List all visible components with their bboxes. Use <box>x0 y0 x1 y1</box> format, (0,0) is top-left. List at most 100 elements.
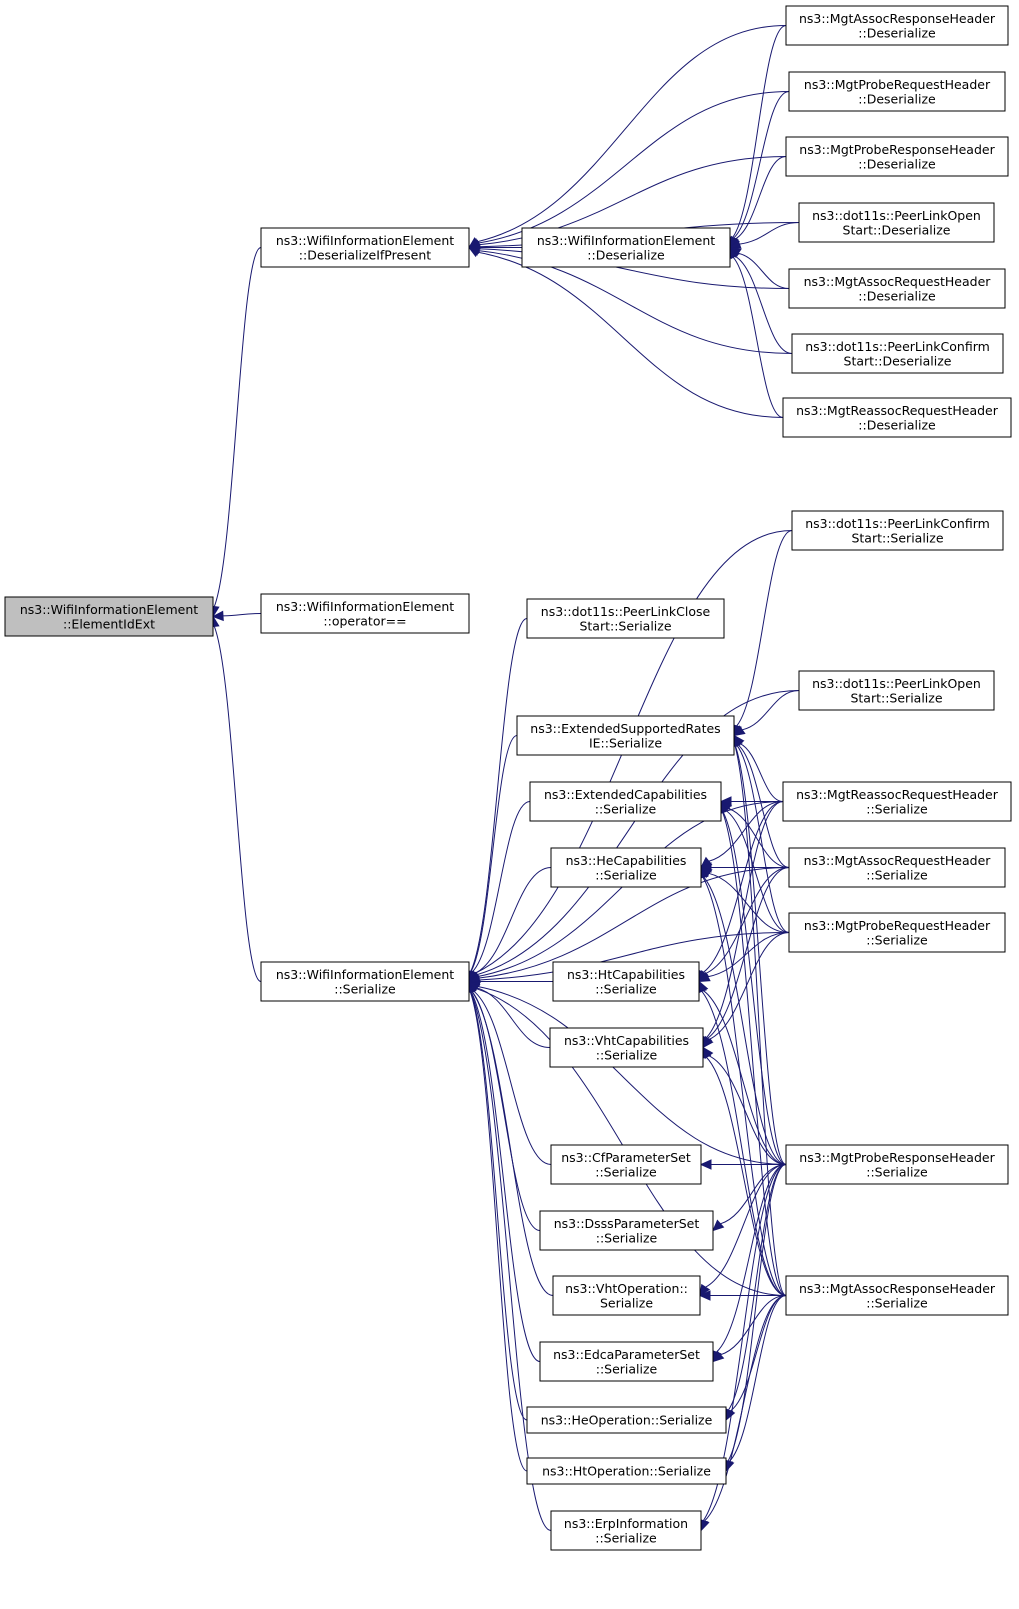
node-label-line: ns3::ErpInformation <box>564 1516 688 1531</box>
edge-line <box>701 990 787 1296</box>
node-s-probereq[interactable]: ns3::MgtProbeRequestHeader::Serialize <box>788 912 1006 953</box>
edge-line <box>471 990 554 1296</box>
arrowhead <box>699 1283 711 1297</box>
node-label-line: ns3::VhtCapabilities <box>564 1033 689 1048</box>
node-s-dsss[interactable]: ns3::DsssParameterSet::Serialize <box>539 1210 714 1251</box>
node-box <box>526 1406 727 1434</box>
node-s-vhtop[interactable]: ns3::VhtOperation::Serialize <box>552 1275 701 1316</box>
node-s-edca[interactable]: ns3::EdcaParameterSet::Serialize <box>539 1341 714 1382</box>
node-opeq[interactable]: ns3::WifiInformationElement::operator== <box>260 593 470 634</box>
node-box <box>785 136 1009 177</box>
node-s-plopen[interactable]: ns3::dot11s::PeerLinkOpenStart::Serializ… <box>798 670 995 711</box>
node-d-assocreq[interactable]: ns3::MgtAssocRequestHeader::Deserialize <box>788 268 1006 309</box>
edge-line <box>742 690 800 731</box>
call-edge-s_heop-to-ser <box>465 980 528 1421</box>
node-label-line: ::Serialize <box>595 867 657 882</box>
node-box <box>526 1457 727 1485</box>
arrowhead <box>712 1350 725 1363</box>
edge-line <box>732 25 787 239</box>
edge-line <box>728 807 790 868</box>
node-s-erp[interactable]: ns3::ErpInformation::Serialize <box>550 1510 702 1551</box>
edge-line <box>720 1295 787 1356</box>
node-s-proberesp[interactable]: ns3::MgtProbeResponseHeader::Serialize <box>785 1144 1009 1185</box>
edge-line <box>703 876 787 1165</box>
call-edge-s_proberesp-to-s_cfparam <box>699 1159 786 1170</box>
node-box <box>798 202 995 243</box>
arrowhead <box>725 1408 736 1422</box>
node-d-proberesp[interactable]: ns3::MgtProbeResponseHeader::Deserialize <box>785 136 1009 177</box>
node-s-plconfirm[interactable]: ns3::dot11s::PeerLinkConfirmStart::Seria… <box>791 510 1004 551</box>
edge-line <box>213 247 262 607</box>
node-s-assocreq[interactable]: ns3::MgtAssocRequestHeader::Serialize <box>788 847 1006 888</box>
node-box <box>516 715 735 756</box>
edge-line <box>734 255 793 354</box>
node-label-line: ::Deserialize <box>858 25 936 40</box>
call-edge-d_reassocreq-to-des <box>728 246 784 418</box>
node-layer: ns3::WifiInformationElement::ElementIdEx… <box>4 5 1012 1551</box>
node-label-line: ::operator== <box>323 613 406 628</box>
edge-line <box>739 222 800 245</box>
edge-line <box>734 745 787 1296</box>
node-s-reassocreq[interactable]: ns3::MgtReassocRequestHeader::Serialize <box>782 781 1012 822</box>
node-label-line: ::Deserialize <box>858 288 936 303</box>
node-label-line: ::Serialize <box>595 1164 657 1179</box>
call-edge-s_probereq-to-s_vhtcap <box>702 932 790 1049</box>
edge-line <box>716 1164 787 1353</box>
node-d-assocresp[interactable]: ns3::MgtAssocResponseHeader::Deserialize <box>785 5 1009 46</box>
node-label-line: ns3::WifiInformationElement <box>276 233 454 248</box>
node-s-plclose[interactable]: ns3::dot11s::PeerLinkCloseStart::Seriali… <box>526 598 725 639</box>
node-label-line: Start::Deserialize <box>843 222 951 237</box>
node-label-line: ns3::MgtProbeRequestHeader <box>804 77 991 92</box>
node-label-line: Start::Serialize <box>579 618 671 633</box>
node-ser[interactable]: ns3::WifiInformationElement::Serialize <box>260 961 470 1002</box>
edge-line <box>472 990 552 1165</box>
node-label-line: ns3::VhtOperation:: <box>565 1281 688 1296</box>
call-edge-s_extrates-to-ser <box>465 735 518 983</box>
arrowhead <box>732 725 746 737</box>
node-des[interactable]: ns3::WifiInformationElement::Deserialize <box>521 227 731 268</box>
call-edge-s_proberesp-to-ser <box>467 980 787 1165</box>
node-s-heop[interactable]: ns3::HeOperation::Serialize <box>526 1406 727 1434</box>
node-s-assocresp[interactable]: ns3::MgtAssocResponseHeader::Serialize <box>785 1275 1009 1316</box>
node-label-line: Serialize <box>600 1295 653 1310</box>
node-box <box>552 961 700 1002</box>
node-label-line: ::Serialize <box>596 1361 658 1376</box>
node-label-line: ::Serialize <box>595 981 657 996</box>
node-label-line: ::Serialize <box>596 1047 658 1062</box>
node-box <box>260 227 470 268</box>
node-label-line: ns3::MgtAssocRequestHeader <box>804 853 992 868</box>
node-box <box>526 598 725 639</box>
edge-line <box>470 991 552 1531</box>
node-s-hecap[interactable]: ns3::HeCapabilities::Serialize <box>550 847 702 888</box>
node-s-cfparam[interactable]: ns3::CfParameterSet::Serialize <box>550 1144 702 1185</box>
node-dip[interactable]: ns3::WifiInformationElement::Deserialize… <box>260 227 470 268</box>
node-label-line: ::Serialize <box>866 1295 928 1310</box>
edge-line <box>702 801 784 973</box>
node-d-reassocreq[interactable]: ns3::MgtReassocRequestHeader::Deserializ… <box>782 397 1012 438</box>
call-edge-s_assocresp-to-s_vhtcap <box>701 1046 787 1296</box>
node-s-htcap[interactable]: ns3::HtCapabilities::Serialize <box>552 961 700 1002</box>
node-box <box>791 510 1004 551</box>
node-d-probereq[interactable]: ns3::MgtProbeRequestHeader::Deserialize <box>788 71 1006 112</box>
node-box <box>529 781 722 822</box>
node-label-line: ::Serialize <box>596 1230 658 1245</box>
node-label-line: ::Deserialize <box>858 156 936 171</box>
node-box <box>788 847 1006 888</box>
edge-line <box>705 801 784 1039</box>
node-box <box>791 333 1004 374</box>
node-label-line: ::Serialize <box>595 801 657 816</box>
node-s-extcap[interactable]: ns3::ExtendedCapabilities::Serialize <box>529 781 722 822</box>
node-d-plconfirm[interactable]: ns3::dot11s::PeerLinkConfirmStart::Deser… <box>791 333 1004 374</box>
node-d-plopen[interactable]: ns3::dot11s::PeerLinkOpenStart::Deserial… <box>798 202 995 243</box>
node-box <box>549 1027 704 1068</box>
node-label-line: IE::Serialize <box>589 735 662 750</box>
edge-line <box>477 25 787 243</box>
node-s-htop[interactable]: ns3::HtOperation::Serialize <box>526 1457 727 1485</box>
call-edge-s_plopen-to-s_extrates <box>732 690 800 737</box>
call-edge-s_plclose-to-ser <box>465 618 528 983</box>
node-s-vhtcap[interactable]: ns3::VhtCapabilities::Serialize <box>549 1027 704 1068</box>
edge-line <box>708 872 790 933</box>
node-box <box>788 71 1006 112</box>
